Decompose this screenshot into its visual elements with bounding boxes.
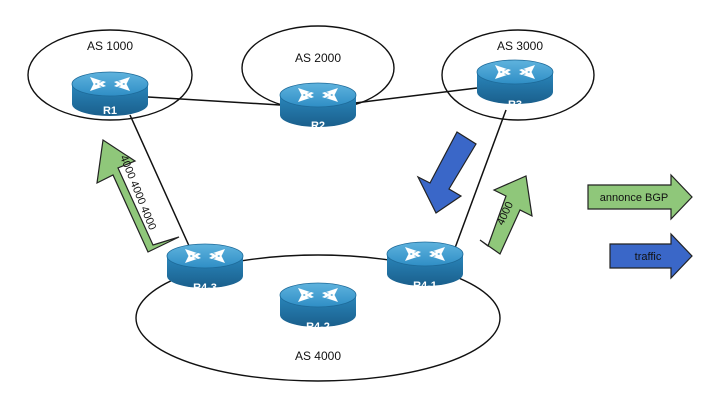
link-r1-r43: [129, 114, 191, 249]
link-r1-r2: [147, 96, 281, 106]
legend-bgp-arrow: [587, 173, 693, 221]
as3000-boundary: [441, 29, 595, 121]
link-r3-r41: [454, 109, 507, 249]
as2000-label: AS 2000: [295, 51, 341, 65]
router-r4-2[interactable]: R4-2: [279, 282, 357, 333]
bgp-arrow-r41-r3: [479, 175, 533, 255]
legend-traffic-arrow: [609, 232, 693, 280]
router-r4-3-label: R4-3: [193, 282, 217, 294]
router-r2-label: R2: [311, 120, 325, 132]
legend-traffic-label: traffic: [635, 251, 662, 263]
router-r2[interactable]: R2: [279, 82, 357, 132]
as1000-label: AS 1000: [87, 39, 133, 53]
bgp-arrow-r43-r1: [96, 138, 180, 253]
as4000-boundary: [135, 254, 501, 382]
as4000-label: AS 4000: [295, 349, 341, 363]
link-r2-r3: [354, 87, 478, 104]
as1000-boundary: [27, 29, 193, 121]
as3000-label: AS 3000: [497, 39, 543, 53]
traffic-arrow-r3-r41: [416, 131, 477, 214]
router-r4-1[interactable]: R4-1: [386, 241, 464, 292]
router-r1[interactable]: R1: [71, 71, 149, 117]
legend-bgp-label: annonce BGP: [600, 192, 669, 204]
router-r3[interactable]: R3: [476, 59, 554, 111]
router-r4-2-label: R4-2: [306, 321, 330, 333]
router-r4-3[interactable]: R4-3: [166, 243, 244, 294]
router-r3-label: R3: [508, 99, 522, 111]
router-r1-label: R1: [103, 105, 117, 117]
router-r4-1-label: R4-1: [413, 280, 437, 292]
